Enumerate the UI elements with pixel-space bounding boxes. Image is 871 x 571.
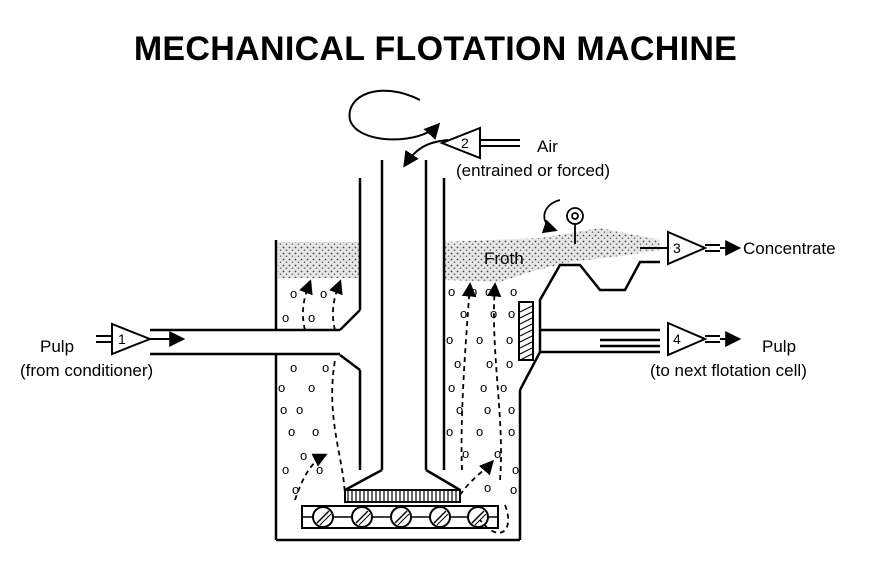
valve-3: 3 [667,230,708,266]
bubble: o [278,380,285,395]
valve-1: 1 [111,322,153,356]
bubble: o [290,286,297,301]
bubble: o [312,424,319,439]
bubble: o [462,446,469,461]
bubble: o [484,402,491,417]
bubble: o [308,380,315,395]
froth-layer-right [444,228,660,282]
bubble: o [446,332,453,347]
bubble: o [280,402,287,417]
froth-layer-left [278,242,360,278]
valve-1-number: 1 [118,331,126,347]
bubble: o [282,310,289,325]
bubble: o [494,446,501,461]
froth-label: Froth [484,249,524,268]
pulp-inlet-pipe [150,328,340,356]
bubble: o [490,306,497,321]
bubble: o [484,480,491,495]
inner-baffles [339,178,446,470]
bubble: o [508,402,515,417]
bubble: o [506,356,513,371]
bubble: o [476,424,483,439]
impeller [301,489,499,529]
bubble: o [476,332,483,347]
bubble: o [288,424,295,439]
bubble: o [446,424,453,439]
pulp-out-label: Pulp [762,337,796,356]
impeller-rotor [312,506,334,528]
bubble: o [512,462,519,477]
air-inlet [403,139,520,168]
concentrate-label: Concentrate [743,239,836,258]
valve-4: 4 [667,321,708,357]
bubble: o [485,284,492,299]
bubble: o [448,380,455,395]
pulp-in-arrow [96,331,186,347]
air-label: Air [537,137,558,156]
froth-paddle [541,199,584,244]
bubble: o [456,402,463,417]
bubble: o [290,360,297,375]
flow-arrows [294,279,510,534]
bubble: o [500,380,507,395]
bubble: o [470,284,477,299]
tank-walls [274,240,542,542]
pulp-out-arrow [705,331,742,347]
impeller-rotor [390,506,412,528]
bubble: o [282,462,289,477]
concentrate-outflow [640,240,742,256]
bubble: o [300,448,307,463]
bubble: o [510,482,517,497]
bubble: o [322,360,329,375]
bubble: o [454,356,461,371]
bubble: o [316,462,323,477]
valve-2: 2 [439,126,481,160]
pulp-in-sublabel: (from conditioner) [20,361,153,380]
pulp-outlet-pipe [540,338,660,354]
valve-4-number: 4 [673,331,681,347]
valve-3-number: 3 [673,240,681,256]
rotation-arrow [348,89,441,141]
bubble: o [506,332,513,347]
impeller-rotor [351,506,373,528]
impeller-rotor [429,506,451,528]
pulp-out-sublabel: (to next flotation cell) [650,361,807,380]
bubble: o [508,306,515,321]
diagram-title: MECHANICAL FLOTATION MACHINE [133,30,738,68]
impeller-rotor [467,506,489,528]
bubble: o [486,356,493,371]
bubble: o [510,284,517,299]
pulp-in-label: Pulp [40,337,74,356]
bubble: o [292,482,299,497]
air-sublabel: (entrained or forced) [456,161,610,180]
bubble: o [460,306,467,321]
standpipe [344,160,461,492]
bubble: o [480,380,487,395]
bubble: o [308,310,315,325]
concentrate-launder [538,260,660,332]
bubble: o [320,286,327,301]
valve-2-number: 2 [461,135,469,151]
bubble: o [448,284,455,299]
bubble: o [508,424,515,439]
bubble: o [296,402,303,417]
